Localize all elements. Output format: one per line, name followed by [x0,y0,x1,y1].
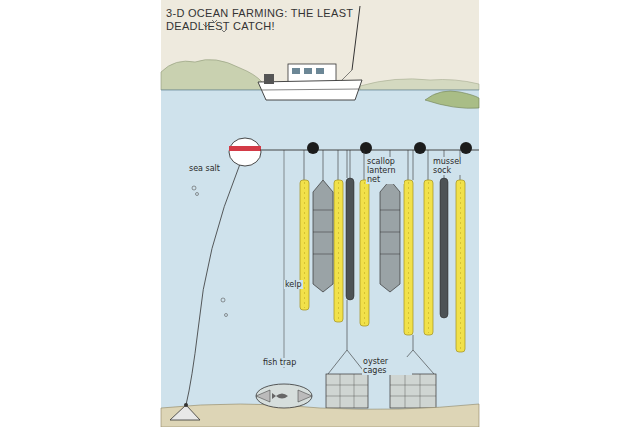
part-label: kelp [284,280,303,289]
part-label: mussel sock [432,157,464,175]
part-label: oyster cages [362,357,412,375]
part-label: fish trap [262,358,297,367]
part-label: sea salt [188,164,221,173]
part-label: scallop lantern net [366,157,404,184]
diagram-title: 3-D OCEAN FARMING: THE LEAST DEADLIEST C… [166,7,366,33]
